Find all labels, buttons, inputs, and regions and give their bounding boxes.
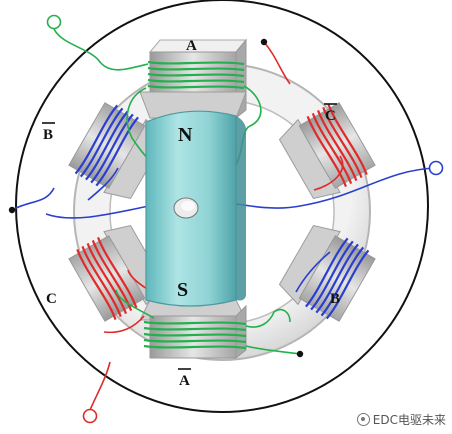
coil-b-upper-left xyxy=(74,104,139,187)
terminal-a xyxy=(46,14,62,30)
label-c-left: C xyxy=(46,291,57,307)
frame-circle xyxy=(15,0,429,413)
label-b-right: B xyxy=(330,291,340,307)
junction-dot xyxy=(260,38,268,46)
junction-dot xyxy=(8,206,16,214)
terminal-b xyxy=(428,160,444,176)
label-south: S xyxy=(177,279,188,301)
rotor-magnet xyxy=(145,110,246,307)
watermark-text: EDC电驱未来 xyxy=(372,413,446,427)
label-a-bottom: A xyxy=(179,373,190,389)
label-north: N xyxy=(178,124,193,146)
coil-a-top xyxy=(147,60,245,90)
coil-a-bottom xyxy=(143,320,247,350)
wechat-icon xyxy=(356,413,370,426)
coil-c-upper-right xyxy=(306,103,368,188)
label-b-left: B xyxy=(43,127,53,143)
terminal-c xyxy=(82,408,98,424)
label-b-bar-left: B xyxy=(42,122,55,143)
label-c-bar-right: C xyxy=(324,103,337,124)
label-a-bar-bottom: A xyxy=(178,368,191,389)
label-a-top: A xyxy=(186,38,197,54)
watermark: EDC电驱未来 xyxy=(356,411,446,428)
label-c-right: C xyxy=(325,108,336,124)
coil-b-lower-right xyxy=(305,237,370,320)
junction-dot xyxy=(296,350,304,358)
